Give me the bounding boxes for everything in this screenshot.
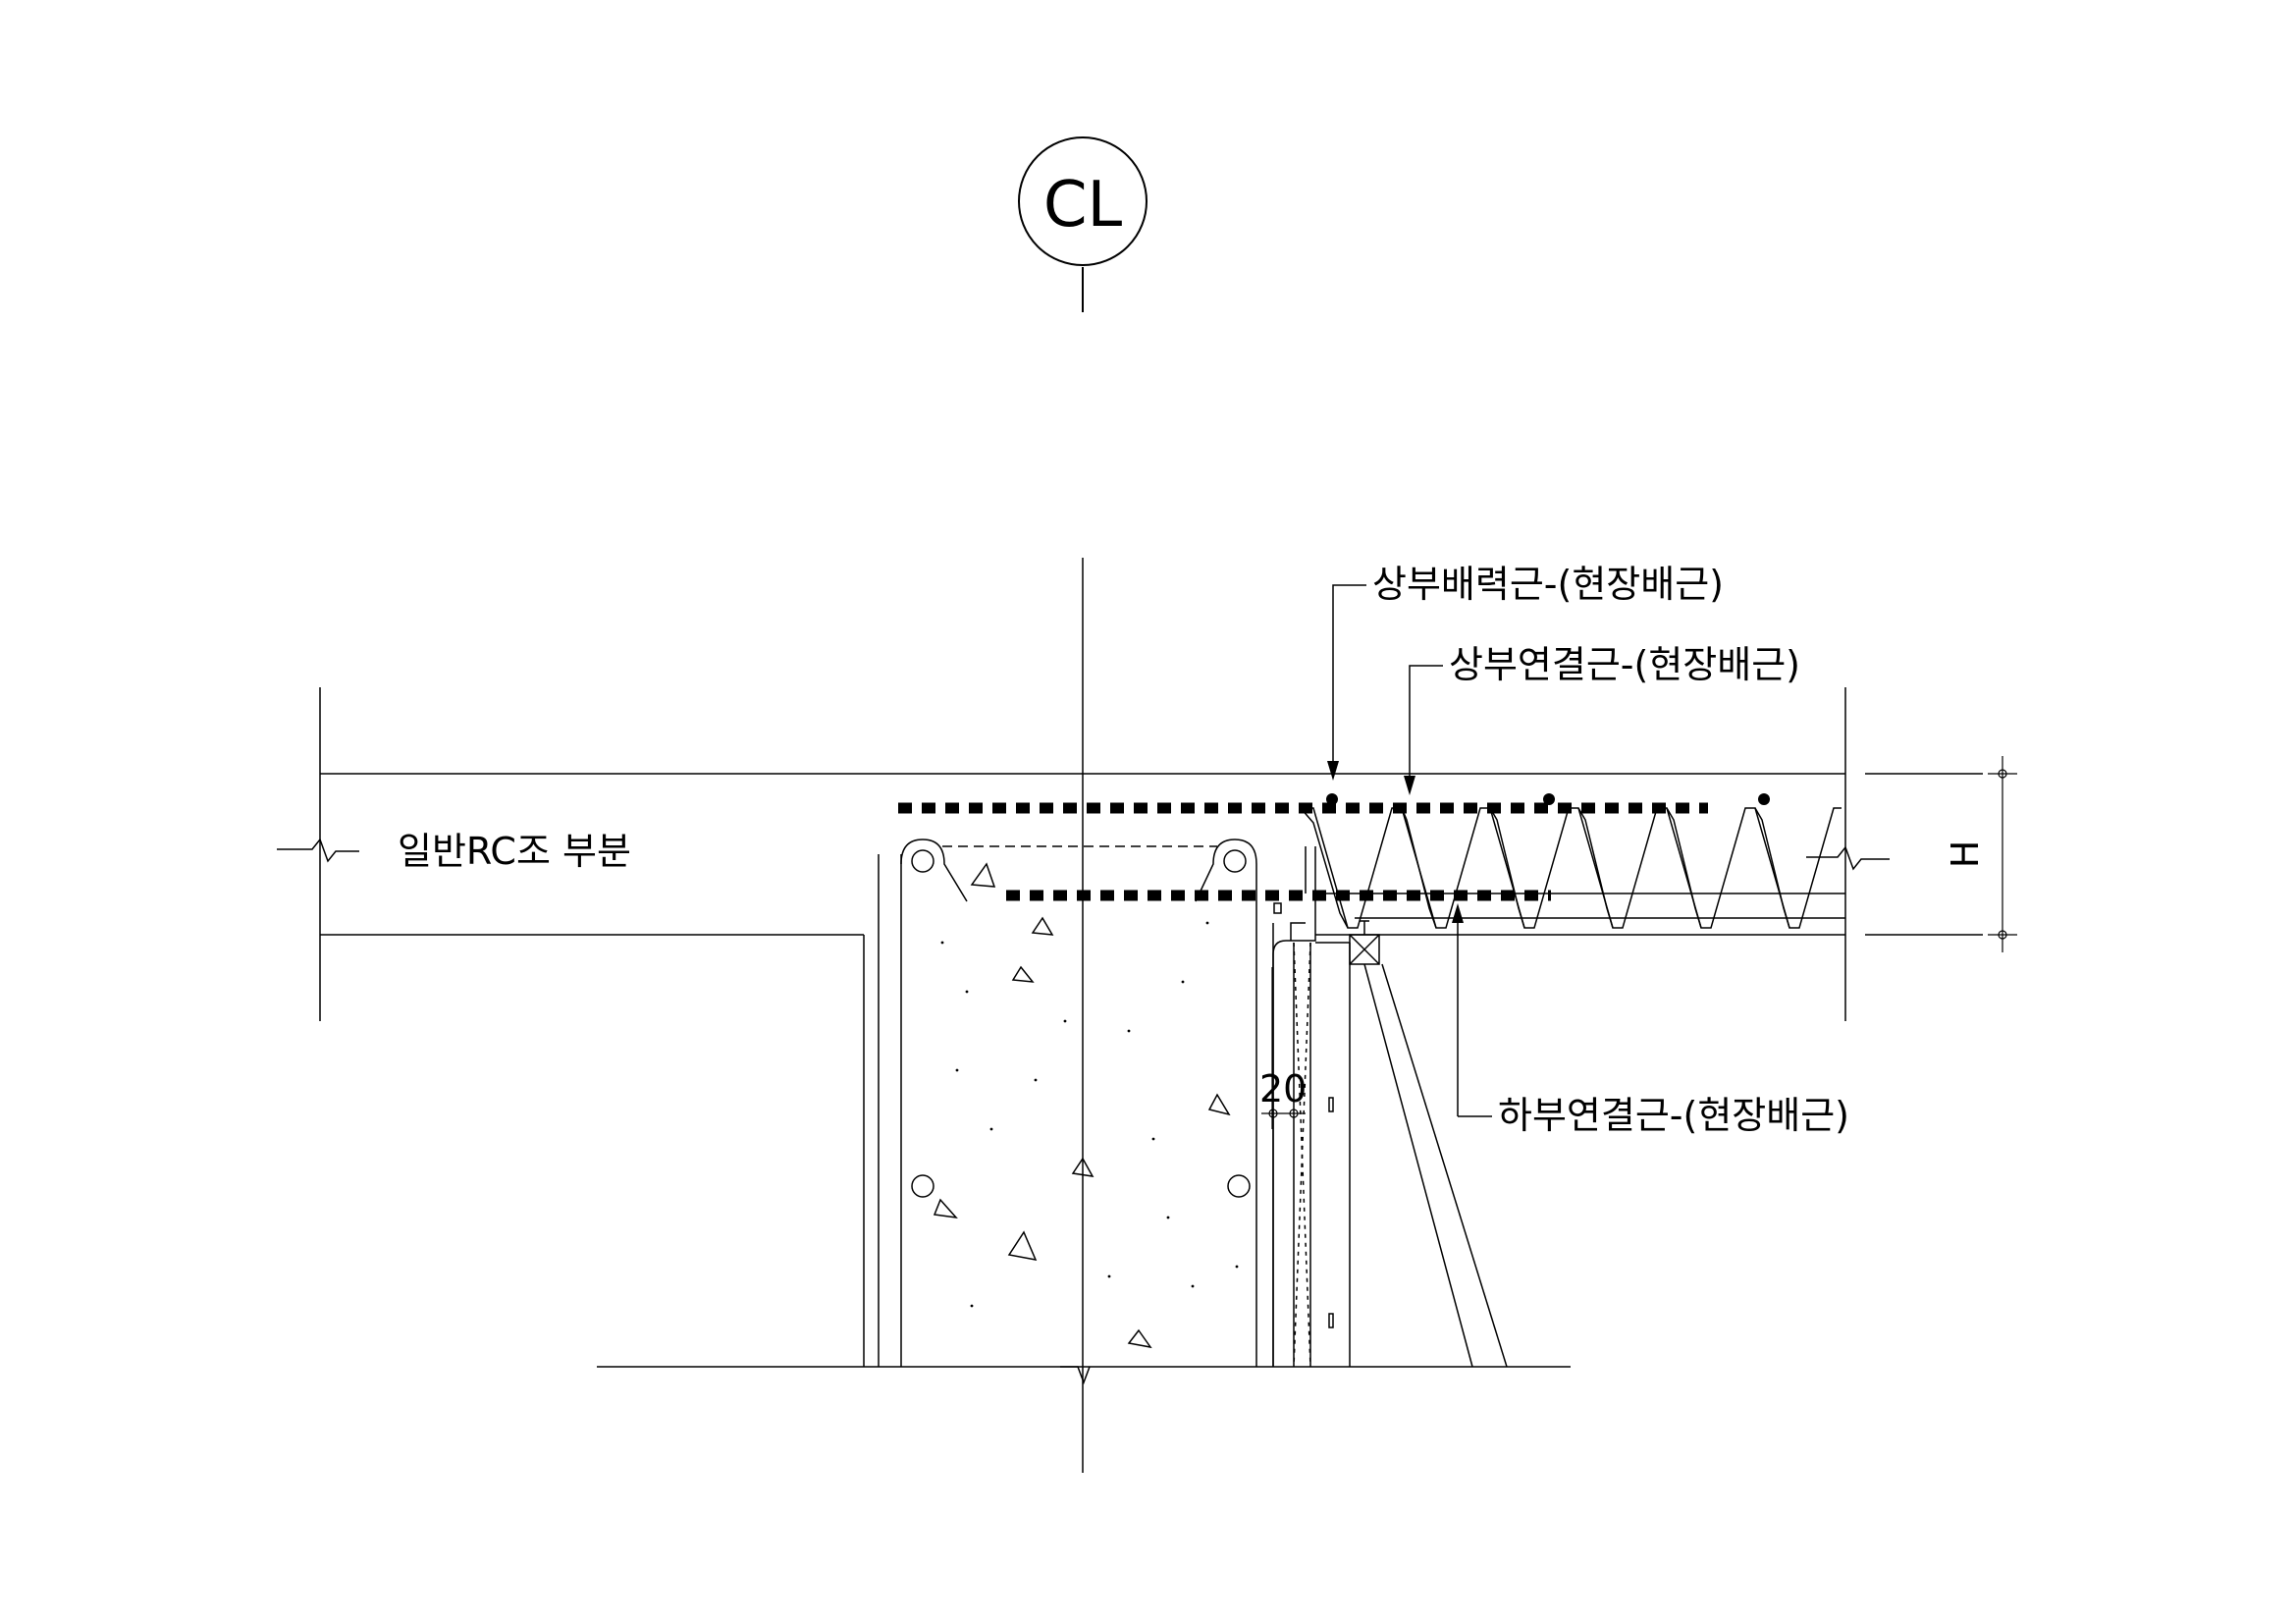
leader-bottom-connection-bar: 하부연결근-(현장배근) bbox=[1452, 903, 1849, 1137]
beam-section bbox=[878, 839, 1274, 1367]
centerline-circle bbox=[1018, 136, 1148, 266]
leader-top-main-bar: 상부배력근-(현장배근) bbox=[1327, 563, 1724, 781]
aggregate-marks bbox=[933, 862, 1231, 1349]
dimension-text-20: 20 bbox=[1259, 1067, 1307, 1110]
label-top-connection-bar: 상부연결근-(현장배근) bbox=[1449, 643, 1800, 686]
steel-section bbox=[1272, 895, 1508, 1368]
label-bottom-connection-bar: 하부연결근-(현장배근) bbox=[1498, 1094, 1849, 1137]
leader-top-connection-bar: 상부연결근-(현장배근) bbox=[1404, 643, 1800, 795]
rebar-lines bbox=[898, 793, 1770, 901]
label-top-main-bar: 상부배력근-(현장배근) bbox=[1372, 563, 1724, 606]
label-rc-part: 일반RC조 부분 bbox=[398, 830, 631, 873]
centerline-symbol: CL bbox=[1043, 169, 1123, 242]
centerline-marker: CL bbox=[1018, 136, 1148, 312]
truss-girder bbox=[1300, 807, 1845, 929]
height-dimension: H bbox=[1944, 756, 2017, 952]
height-mark: H bbox=[1944, 840, 1987, 869]
dimension-20: 20 bbox=[1259, 967, 1307, 1129]
slab-outline bbox=[277, 687, 1983, 1385]
